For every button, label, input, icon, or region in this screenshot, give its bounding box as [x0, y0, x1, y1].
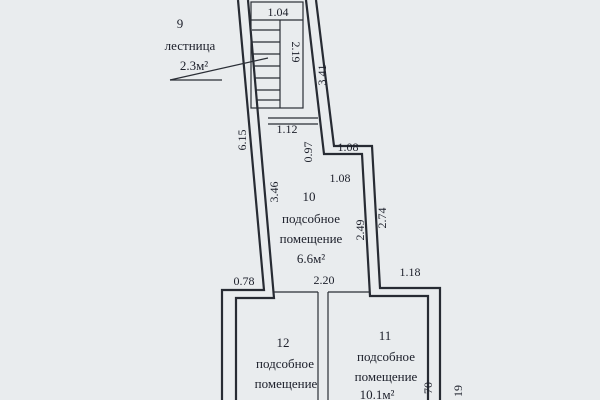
dim-room10-left: 3.46	[267, 182, 281, 203]
dim-stair-run: 2.19	[289, 42, 303, 63]
dim-right-wall-mid: 2.74	[375, 208, 389, 229]
room-11-name-line2: помещение	[355, 369, 418, 384]
exterior-walls	[220, 0, 442, 400]
dim-outer-right-partial: 19	[451, 385, 465, 397]
room-9-area: 2.3м²	[180, 58, 208, 73]
room-12-name-line1: подсобное	[256, 356, 314, 371]
room-11-number: 11	[379, 328, 392, 343]
stair-leader-line	[169, 57, 269, 81]
dim-stair-bottom-width: 1.12	[277, 122, 298, 136]
dim-room10-bottom: 2.20	[314, 273, 335, 287]
dim-left-wall-length: 6.15	[235, 130, 249, 151]
room-10-name-line2: помещение	[280, 231, 343, 246]
room-12-name-line2: помещение	[255, 376, 318, 391]
room-9-number: 9	[177, 16, 184, 31]
dim-left-ledge: 0.78	[234, 274, 255, 288]
dim-stair-top-width: 1.04	[268, 5, 289, 19]
room-10-area: 6.6м²	[297, 251, 325, 266]
dim-room10-right: 2.49	[353, 220, 367, 241]
dim-step-inner: 1.08	[330, 171, 351, 185]
room-10-name-line1: подсобное	[282, 211, 340, 226]
staircase	[250, 1, 304, 109]
room-10-number: 10	[303, 189, 316, 204]
dim-step-top: 1.08	[338, 140, 359, 154]
dim-right-step: 1.18	[400, 265, 421, 279]
room-12-number: 12	[277, 335, 290, 350]
room-11-name-line1: подсобное	[357, 349, 415, 364]
partitions	[268, 117, 370, 400]
dim-stair-right-length: 3.41	[315, 65, 329, 86]
room-9-name: лестница	[165, 38, 216, 53]
room-11-area: 10.1м²	[360, 387, 395, 400]
dim-room11-right-partial: 70	[421, 382, 435, 394]
dim-step-small: 0.97	[301, 142, 315, 163]
